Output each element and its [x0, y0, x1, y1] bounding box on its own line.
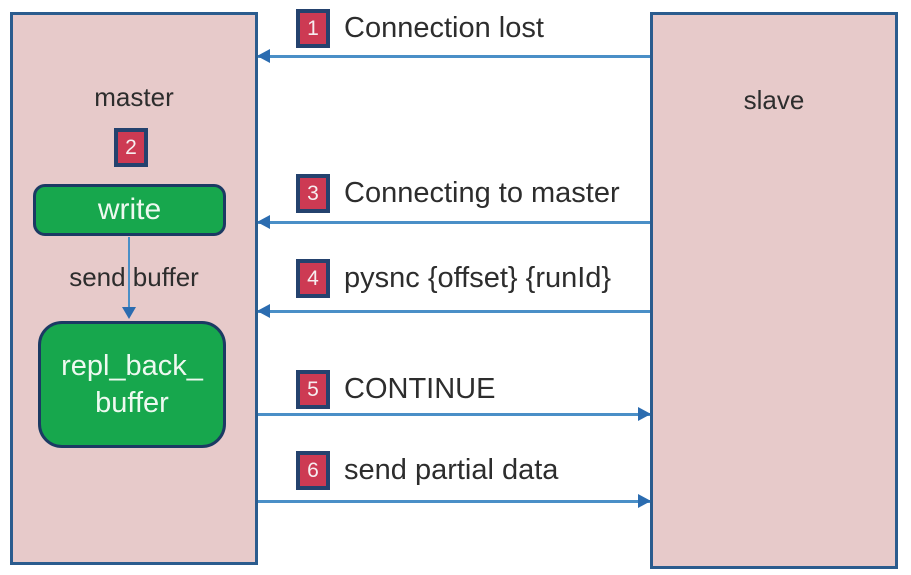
step-5-badge: 5	[296, 370, 330, 409]
message-label: Connection lost	[344, 12, 544, 44]
arrow-slave-to-master	[257, 49, 650, 63]
message-label-row: 4 pysnc {offset} {runId}	[258, 259, 650, 298]
message-label-row: 1 Connection lost	[258, 9, 650, 48]
write-box-label: write	[97, 193, 162, 226]
message-label-row: 5 CONTINUE	[258, 370, 650, 409]
arrow-slave-to-master	[257, 304, 650, 318]
step-2-badge: 2	[114, 128, 148, 167]
step-4-badge: 4	[296, 259, 330, 298]
step-3-badge: 3	[296, 174, 330, 213]
step-1-badge: 1	[296, 9, 330, 48]
message-label: CONTINUE	[344, 373, 496, 405]
message-connecting-to-master: 3 Connecting to master	[257, 174, 650, 229]
message-connection-lost: 1 Connection lost	[257, 9, 650, 63]
message-label-row: 6 send partial data	[258, 451, 650, 490]
send-buffer-label: send buffer	[69, 262, 199, 292]
arrow-head-right-icon	[638, 494, 651, 508]
master-title: master	[94, 82, 174, 112]
message-label: Connecting to master	[344, 177, 620, 209]
arrow-master-to-slave	[258, 407, 651, 421]
master-node-box	[10, 12, 258, 565]
send-buffer-arrow-line	[128, 237, 130, 308]
arrow-head-left-icon	[257, 304, 270, 318]
arrow-master-to-slave	[258, 494, 651, 508]
arrow-slave-to-master	[257, 215, 650, 229]
repl-backlog-buffer-label: repl_back_ buffer	[61, 350, 203, 419]
slave-node-box	[650, 12, 898, 569]
repl-backlog-buffer-box: repl_back_ buffer	[38, 321, 226, 448]
arrow-head-left-icon	[257, 215, 270, 229]
message-label-row: 3 Connecting to master	[258, 174, 650, 213]
message-pysnc: 4 pysnc {offset} {runId}	[257, 259, 650, 318]
slave-title: slave	[743, 85, 805, 115]
message-label: pysnc {offset} {runId}	[344, 262, 612, 294]
arrow-head-left-icon	[257, 49, 270, 63]
send-buffer-arrow-head-icon	[122, 307, 136, 319]
message-label: send partial data	[344, 454, 559, 486]
message-continue: 5 CONTINUE	[258, 370, 651, 421]
write-box: write	[33, 184, 226, 236]
step-6-badge: 6	[296, 451, 330, 490]
message-send-partial-data: 6 send partial data	[258, 451, 651, 508]
arrow-head-right-icon	[638, 407, 651, 421]
